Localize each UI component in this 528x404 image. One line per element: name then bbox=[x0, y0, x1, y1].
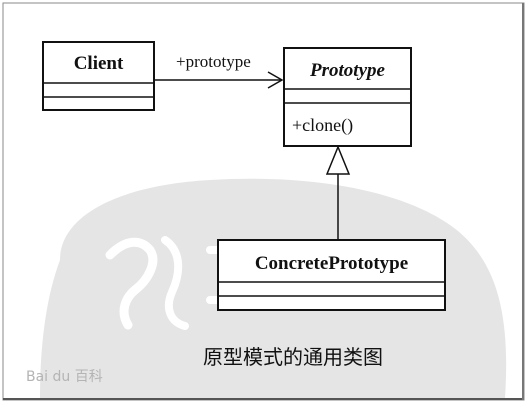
concrete-class-name: ConcretePrototype bbox=[255, 253, 408, 274]
client-class-name: Client bbox=[74, 53, 124, 74]
prototype-operation: +clone() bbox=[292, 115, 353, 136]
association-arrow bbox=[154, 71, 284, 89]
class-client: Client bbox=[42, 41, 155, 111]
association-label: +prototype bbox=[176, 52, 251, 71]
class-prototype: Prototype +clone() bbox=[283, 47, 412, 147]
baidu-watermark: Bai du 百科 bbox=[26, 369, 103, 385]
diagram-caption: 原型模式的通用类图 bbox=[203, 345, 383, 369]
class-concrete-prototype: ConcretePrototype bbox=[217, 239, 446, 311]
generalization-arrow bbox=[325, 145, 351, 240]
prototype-class-name: Prototype bbox=[309, 60, 385, 81]
